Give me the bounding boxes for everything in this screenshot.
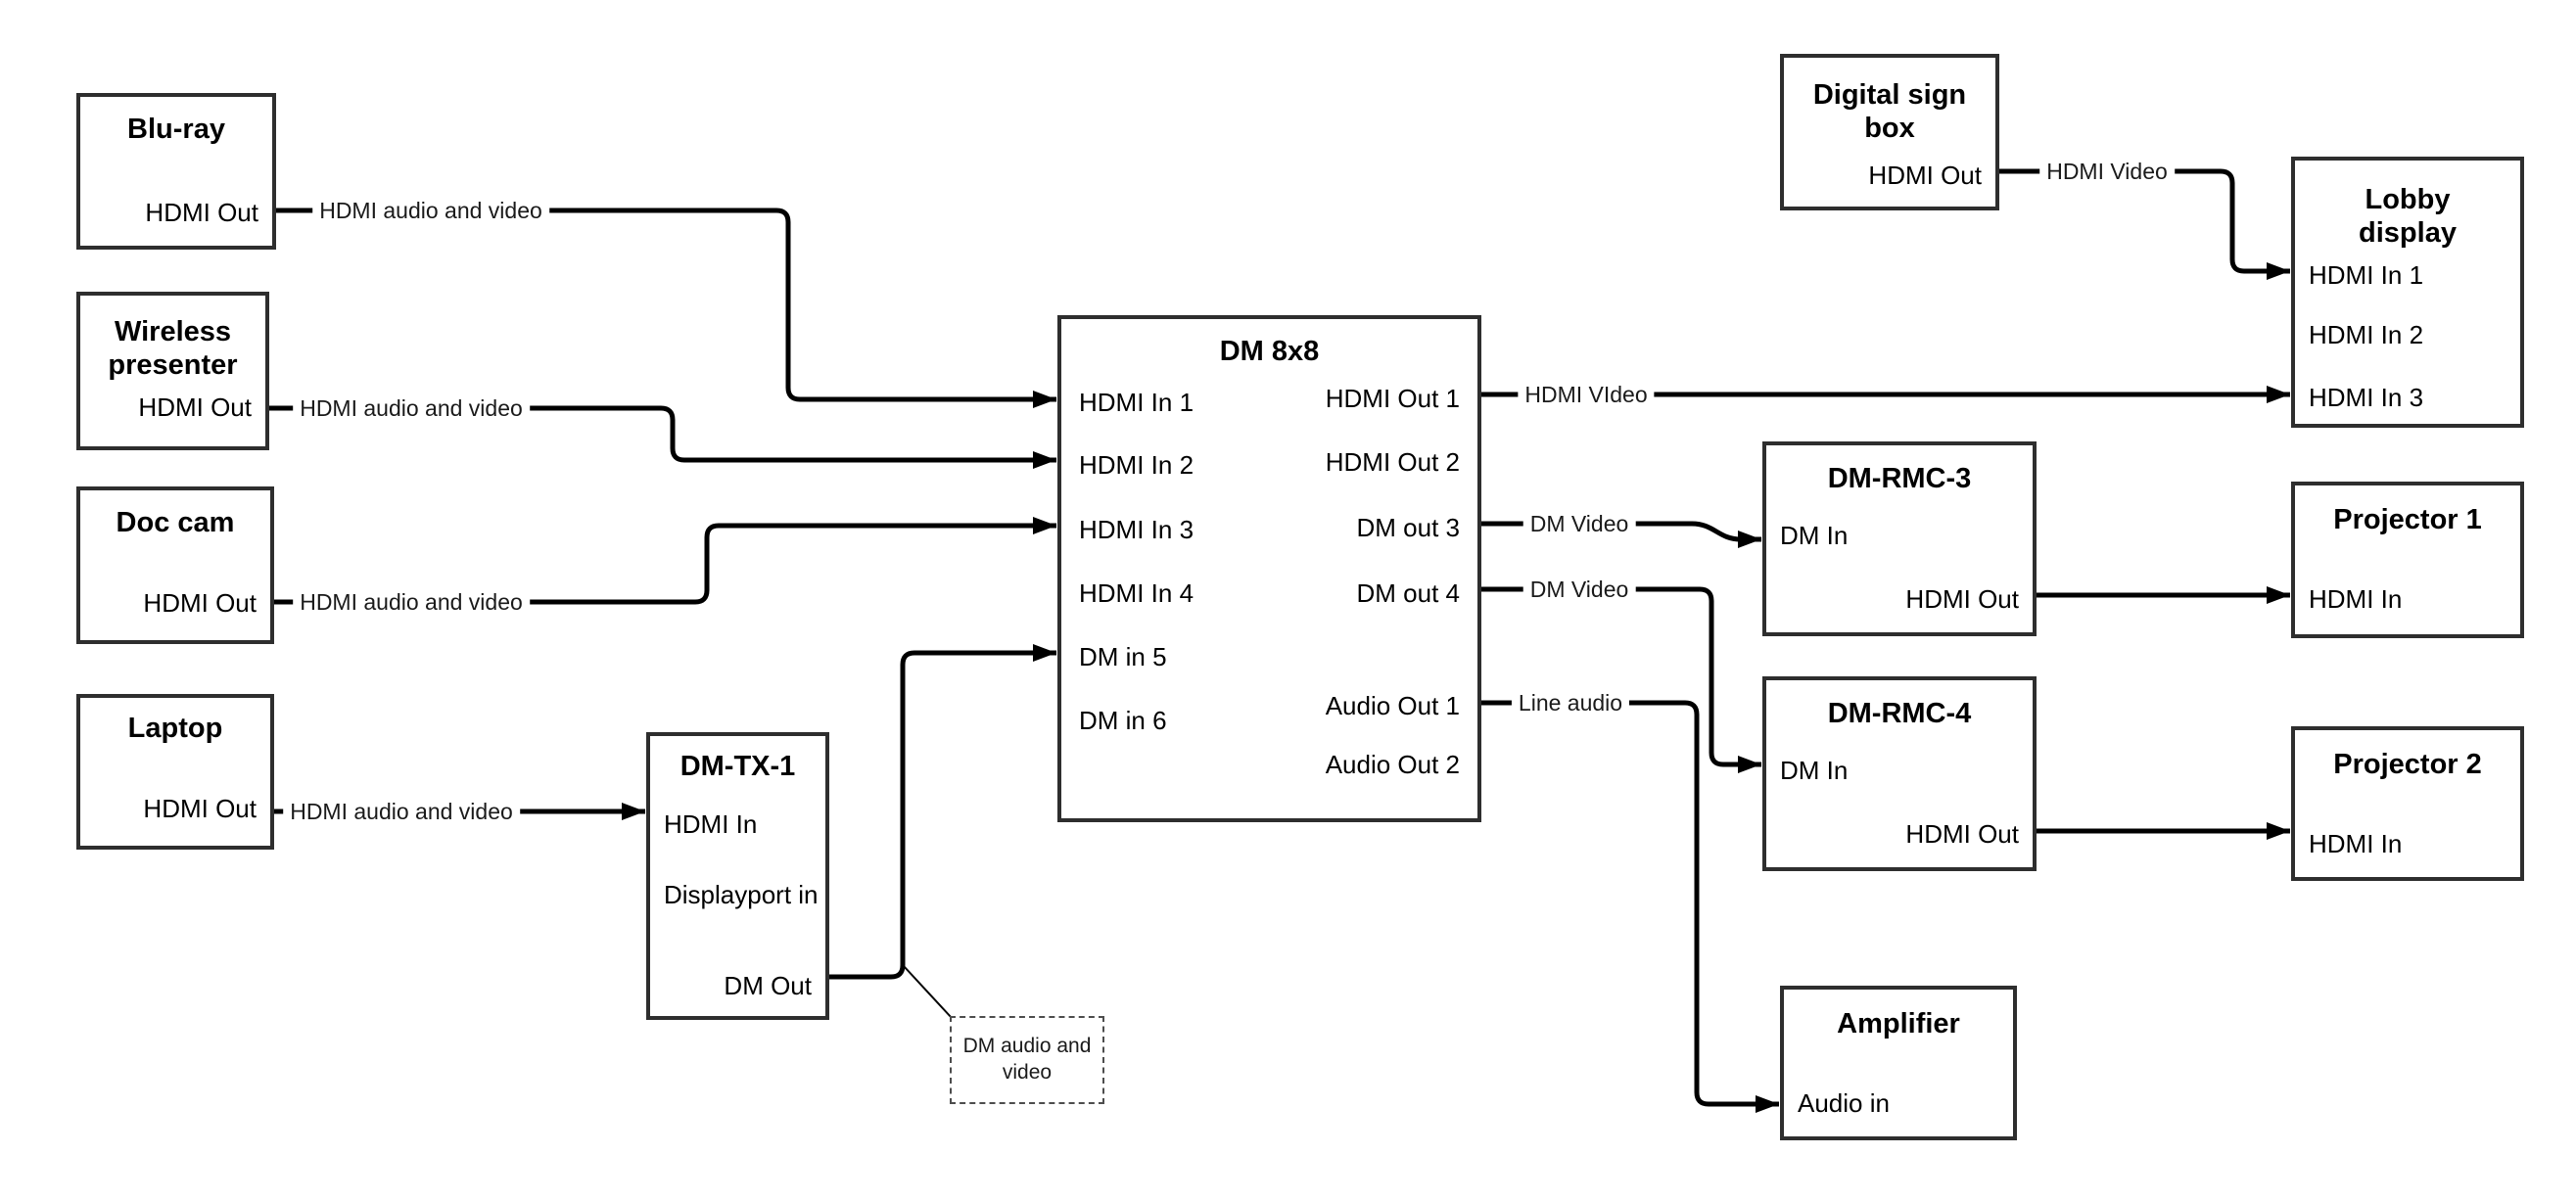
node-title: Amplifier: [1837, 1008, 1960, 1039]
port-hdmi-out-1: HDMI Out 1: [1325, 384, 1460, 413]
port-hdmi-in-1: HDMI In 1: [2309, 260, 2424, 290]
node-projector-2: Projector 2 HDMI In: [2291, 726, 2524, 881]
node-title: Blu-ray: [127, 114, 225, 145]
node-bluray: Blu-ray HDMI Out: [76, 93, 276, 250]
port-hdmi-in-3: HDMI In 3: [1079, 515, 1194, 544]
node-projector-1: Projector 1 HDMI In: [2291, 482, 2524, 638]
edge-doccam-to-dm8x8-in3: [274, 517, 1056, 605]
edge-label-dm-video-out3: DM Video: [1522, 510, 1636, 537]
edge-label-hdmi-video-sign: HDMI Video: [2039, 158, 2175, 185]
port-dm-out: DM Out: [724, 971, 812, 1000]
port-hdmi-out-2: HDMI Out 2: [1325, 447, 1460, 477]
node-title: Digital sign box: [1812, 79, 1967, 144]
edge-dmtx1-to-dm8x8-in5: [829, 644, 1056, 980]
node-dm-rmc-4: DM-RMC-4 DM In HDMI Out: [1762, 676, 2037, 871]
edge-label-line-audio: Line audio: [1511, 689, 1630, 716]
edge-dm8x8-out4-to-rmc4: [1481, 586, 1761, 773]
port-dm-in-6: DM in 6: [1079, 706, 1167, 735]
port-displayport-in: Displayport in: [664, 880, 819, 909]
edge-label-hdmi-av-doccam: HDMI audio and video: [293, 588, 530, 616]
node-title: Projector 2: [2333, 749, 2482, 780]
port-hdmi-in-4: HDMI In 4: [1079, 578, 1194, 608]
port-hdmi-out: HDMI Out: [143, 588, 257, 618]
node-digital-sign-box: Digital sign box HDMI Out: [1780, 54, 1999, 210]
edge-wireless-to-dm8x8-in2: [269, 405, 1056, 469]
node-title: DM-RMC-3: [1827, 463, 1972, 494]
port-dm-in: DM In: [1780, 756, 1849, 785]
node-title: DM 8x8: [1219, 336, 1320, 367]
node-title: DM-TX-1: [679, 751, 796, 782]
edge-label-hdmi-av-wireless: HDMI audio and video: [293, 394, 530, 422]
port-dm-out-4: DM out 4: [1356, 578, 1461, 608]
edge-bluray-to-dm8x8-in1: [276, 208, 1056, 408]
port-hdmi-out: HDMI Out: [138, 393, 252, 422]
port-audio-out-2: Audio Out 2: [1325, 750, 1460, 779]
port-hdmi-out: HDMI Out: [1905, 819, 2019, 849]
node-title: Lobby display: [2359, 184, 2457, 249]
port-hdmi-out: HDMI Out: [1905, 584, 2019, 614]
port-hdmi-out: HDMI Out: [143, 794, 257, 823]
edge-label-dm-video-out4: DM Video: [1522, 576, 1636, 603]
node-dm-rmc-3: DM-RMC-3 DM In HDMI Out: [1762, 441, 2037, 636]
port-hdmi-in: HDMI In: [664, 809, 758, 839]
node-doc-cam: Doc cam HDMI Out: [76, 486, 274, 644]
node-title: Laptop: [127, 713, 223, 744]
node-title: Doc cam: [116, 507, 235, 538]
node-wireless-presenter: Wireless presenter HDMI Out: [76, 292, 269, 450]
node-lobby-display: Lobby display HDMI In 1 HDMI In 2 HDMI I…: [2291, 157, 2524, 428]
node-title: DM-RMC-4: [1827, 698, 1972, 729]
node-amplifier: Amplifier Audio in: [1780, 986, 2017, 1140]
note-leader-line: [903, 965, 953, 1019]
edge-dm8x8-audio1-to-amp: [1481, 700, 1779, 1113]
edge-digitalsign-to-lobby-in1: [1999, 168, 2290, 280]
port-hdmi-out: HDMI Out: [145, 198, 258, 227]
node-title: Wireless presenter: [108, 316, 238, 381]
port-hdmi-in: HDMI In: [2309, 829, 2403, 858]
node-dm-tx-1: DM-TX-1 HDMI In Displayport in DM Out: [646, 732, 829, 1020]
port-hdmi-in: HDMI In: [2309, 584, 2403, 614]
port-hdmi-in-2: HDMI In 2: [2309, 320, 2424, 349]
port-dm-out-3: DM out 3: [1356, 513, 1461, 542]
edge-dm8x8-out3-to-rmc3: [1481, 521, 1761, 548]
edge-label-hdmi-av-bluray: HDMI audio and video: [312, 197, 549, 224]
edge-label-hdmi-av-laptop: HDMI audio and video: [283, 798, 520, 825]
port-hdmi-in-2: HDMI In 2: [1079, 450, 1194, 480]
node-laptop: Laptop HDMI Out: [76, 694, 274, 850]
node-title: Projector 1: [2333, 504, 2482, 535]
edge-label-hdmi-video-out1: HDMI VIdeo: [1518, 381, 1655, 408]
port-audio-out-1: Audio Out 1: [1325, 691, 1460, 720]
port-hdmi-in-1: HDMI In 1: [1079, 388, 1194, 417]
node-dm-8x8: DM 8x8 HDMI In 1 HDMI In 2 HDMI In 3 HDM…: [1057, 315, 1481, 822]
port-audio-in: Audio in: [1798, 1088, 1890, 1118]
port-dm-in-5: DM in 5: [1079, 642, 1167, 671]
port-hdmi-in-3: HDMI In 3: [2309, 383, 2424, 412]
port-hdmi-out: HDMI Out: [1868, 161, 1982, 190]
note-dm-audio-and-video: DM audio and video: [950, 1016, 1104, 1104]
port-dm-in: DM In: [1780, 521, 1849, 550]
